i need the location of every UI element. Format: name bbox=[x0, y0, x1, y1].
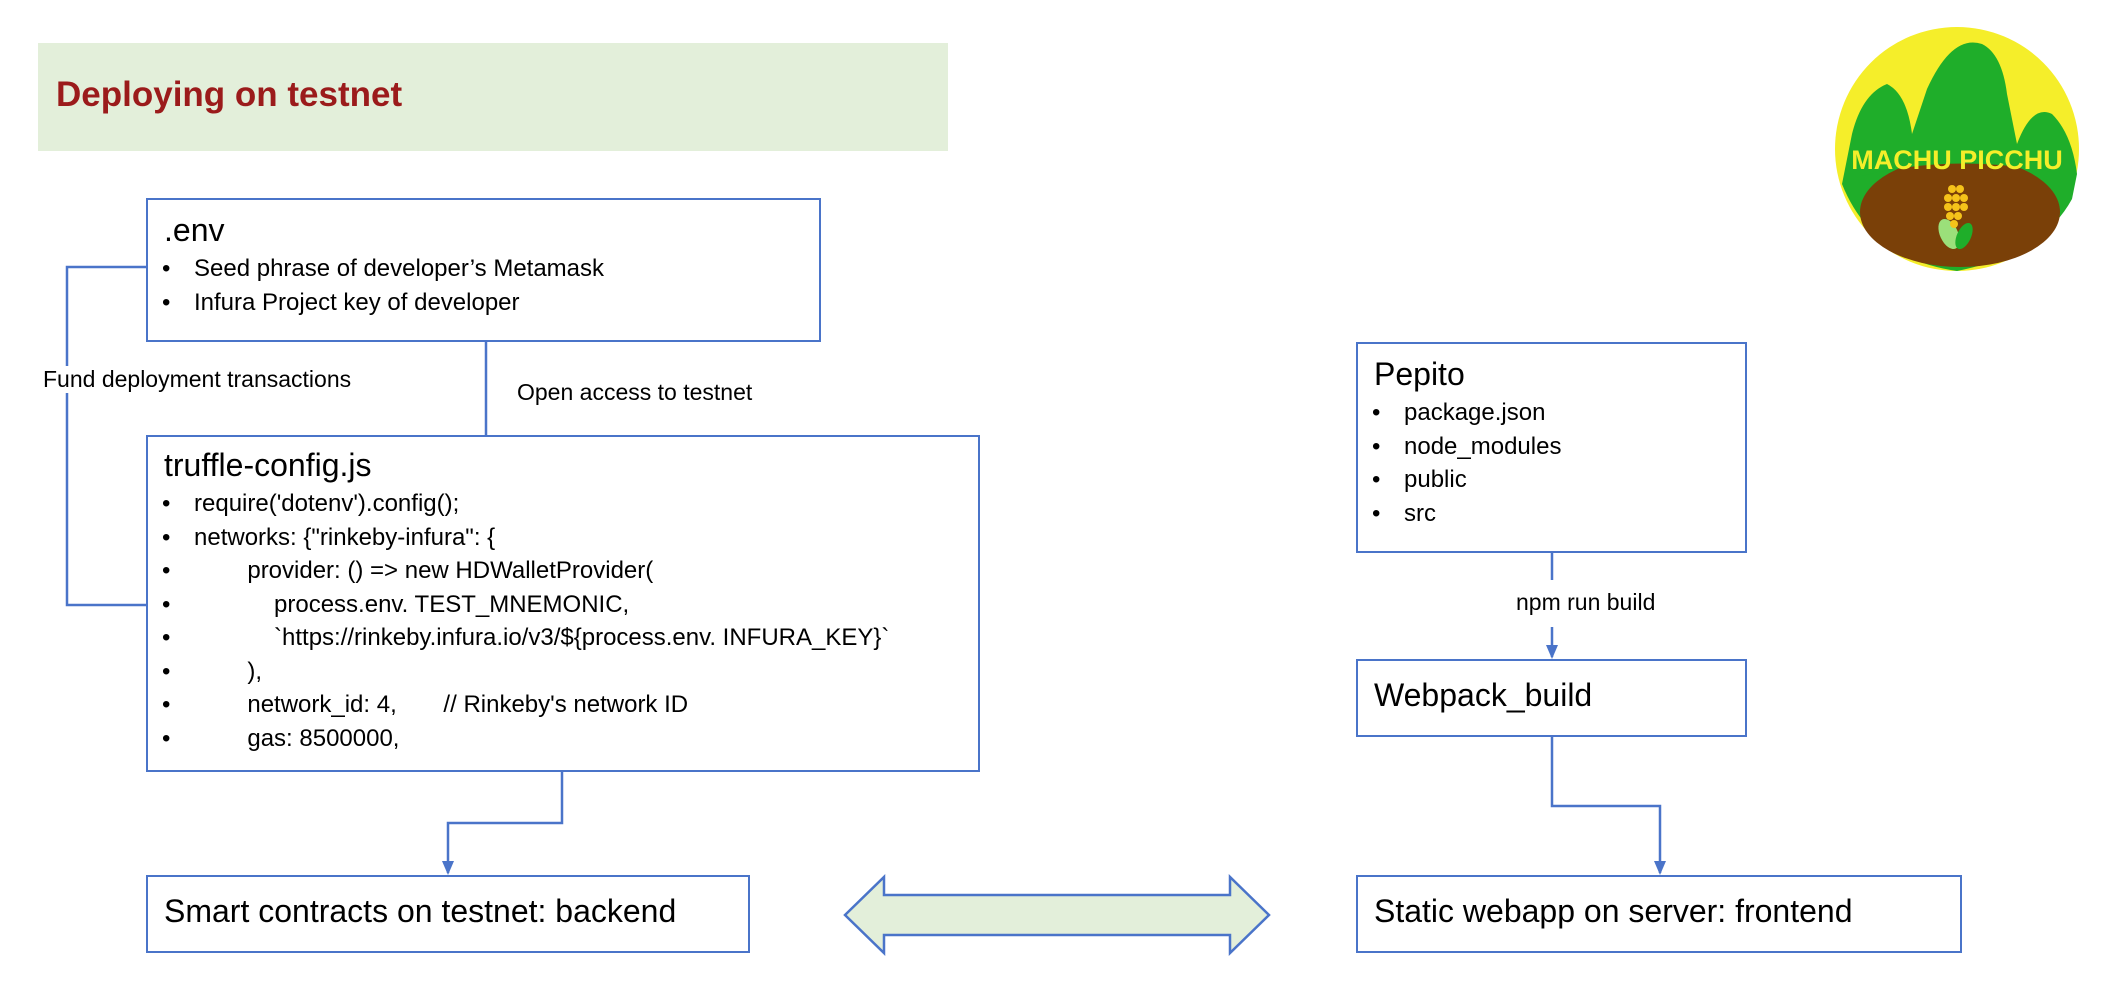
truffle-item: `https://rinkeby.infura.io/v3/${process.… bbox=[162, 621, 889, 655]
webpack-box-title: Webpack_build bbox=[1374, 677, 1593, 713]
env-item: Seed phrase of developer’s Metamask bbox=[162, 252, 604, 286]
pepito-item: src bbox=[1372, 497, 1561, 531]
truffle-items: require('dotenv').config(); networks: {"… bbox=[162, 487, 889, 755]
env-box-title: .env bbox=[164, 212, 225, 248]
npm-run-build-label: npm run build bbox=[1516, 589, 1656, 615]
machu-picchu-logo: MACHU PICCHU bbox=[1835, 27, 2079, 272]
pepito-items: package.json node_modules public src bbox=[1372, 396, 1561, 530]
open-access-label: Open access to testnet bbox=[517, 379, 753, 405]
frontend-box: Static webapp on server: frontend bbox=[1356, 875, 1962, 953]
webpack-to-frontend-connector bbox=[1550, 737, 1666, 875]
corn-icon bbox=[1938, 185, 1973, 250]
truffle-item: process.env. TEST_MNEMONIC, bbox=[162, 588, 889, 622]
webpack-build-box: Webpack_build bbox=[1356, 659, 1747, 737]
double-arrow-shape bbox=[843, 874, 1271, 956]
backend-box-title: Smart contracts on testnet: backend bbox=[164, 893, 677, 929]
pepito-box-title: Pepito bbox=[1374, 356, 1465, 392]
fund-deployment-label: Fund deployment transactions bbox=[43, 366, 352, 393]
pepito-item: public bbox=[1372, 463, 1561, 497]
logo-text: MACHU PICCHU bbox=[1851, 145, 2063, 175]
pepito-item: node_modules bbox=[1372, 430, 1561, 464]
frontend-box-title: Static webapp on server: frontend bbox=[1374, 893, 1853, 929]
env-items: Seed phrase of developer’s Metamask Infu… bbox=[162, 252, 604, 319]
title-banner: Deploying on testnet bbox=[38, 43, 948, 151]
truffle-item: network_id: 4, // Rinkeby's network ID bbox=[162, 688, 889, 722]
page-title: Deploying on testnet bbox=[56, 75, 403, 114]
truffle-box-title: truffle-config.js bbox=[164, 447, 372, 483]
pepito-item: package.json bbox=[1372, 396, 1561, 430]
truffle-item: provider: () => new HDWalletProvider( bbox=[162, 554, 889, 588]
env-item: Infura Project key of developer bbox=[162, 286, 604, 320]
backend-box: Smart contracts on testnet: backend bbox=[146, 875, 750, 953]
truffle-item: networks: {"rinkeby-infura": { bbox=[162, 521, 889, 555]
env-box: .env Seed phrase of developer’s Metamask… bbox=[146, 198, 821, 342]
truffle-item: require('dotenv').config(); bbox=[162, 487, 889, 521]
truffle-config-box: truffle-config.js require('dotenv').conf… bbox=[146, 435, 980, 772]
truffle-item: ), bbox=[162, 655, 889, 689]
truffle-to-backend-connector bbox=[442, 771, 564, 875]
truffle-item: gas: 8500000, bbox=[162, 722, 889, 756]
pepito-box: Pepito package.json node_modules public … bbox=[1356, 342, 1747, 553]
